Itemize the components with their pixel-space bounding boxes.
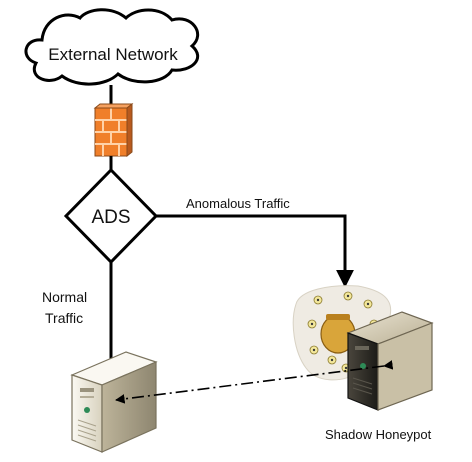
ads-node: ADS <box>63 167 159 265</box>
honeypot-sync-dashdot-arrow <box>115 360 394 404</box>
anomalous-traffic-label: Anomalous Traffic <box>186 196 290 211</box>
external-network-label: External Network <box>48 45 178 64</box>
cloud-icon <box>24 8 200 86</box>
external-network-node: External Network <box>24 8 200 86</box>
shadow-honeypot-label: Shadow Honeypot <box>325 427 432 442</box>
normal-traffic-label-line2: Traffic <box>45 310 83 326</box>
firewall-icon <box>93 102 134 158</box>
anomalous-traffic-arrow <box>156 214 354 288</box>
ads-label: ADS <box>91 207 130 228</box>
production-server-icon <box>70 351 158 453</box>
normal-traffic-label-line1: Normal <box>42 289 87 305</box>
